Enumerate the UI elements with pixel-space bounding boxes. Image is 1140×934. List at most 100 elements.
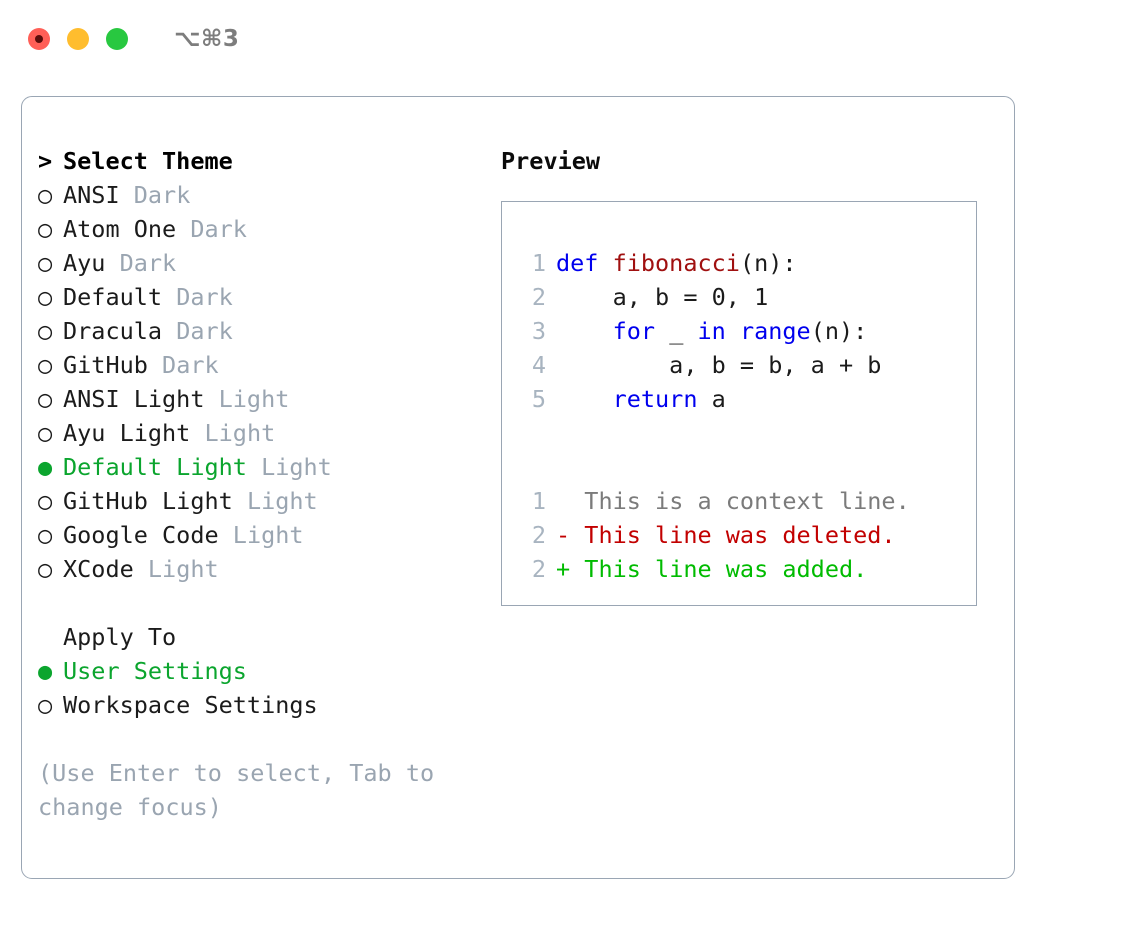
theme-variant-badge: Light <box>246 487 318 515</box>
theme-selector-panel: > Select Theme ○ANSI Dark○Atom One Dark○… <box>38 144 478 824</box>
code-diff-separator <box>516 416 976 450</box>
radio-unselected-icon[interactable]: ○ <box>38 555 53 583</box>
diff-line-text: This is a context line. <box>570 487 910 515</box>
radio-unselected-icon[interactable]: ○ <box>38 181 53 209</box>
code-token <box>556 385 613 413</box>
maximize-button-icon[interactable] <box>106 28 128 50</box>
close-button-icon[interactable] <box>28 28 50 50</box>
code-token: def <box>556 249 613 277</box>
theme-name-label: Ayu <box>63 249 106 277</box>
theme-name-label: Default Light <box>63 453 247 481</box>
diff-line: 2- This line was deleted. <box>516 518 976 552</box>
radio-unselected-icon[interactable]: ○ <box>38 215 53 243</box>
code-line-content: a, b = b, a + b <box>556 348 881 382</box>
radio-unselected-icon[interactable]: ○ <box>38 521 53 549</box>
radio-selected-icon[interactable]: ● <box>38 657 53 685</box>
radio-unselected-icon[interactable]: ○ <box>38 249 53 277</box>
diff-line-number: 2 <box>531 555 546 583</box>
code-line-content: def fibonacci(n): <box>556 246 797 280</box>
theme-variant-badge: Dark <box>176 317 233 345</box>
apply-to-list: ●User Settings ○ Workspace Settings <box>38 654 478 722</box>
keyboard-hint-text: (Use Enter to select, Tab to change focu… <box>38 759 449 821</box>
apply-to-item-label: Workspace Settings <box>63 691 318 719</box>
theme-variant-badge: Dark <box>133 181 191 209</box>
theme-variant-badge: Light <box>218 385 290 413</box>
theme-name-label: ANSI <box>63 181 120 209</box>
theme-variant-badge: Light <box>261 453 332 481</box>
preview-title: Preview <box>501 147 601 175</box>
apply-to-item[interactable]: ●User Settings <box>38 654 478 688</box>
theme-list-item[interactable]: ○ GitHub Dark <box>38 348 478 382</box>
code-token: fibonacci <box>612 249 740 277</box>
theme-list-item[interactable]: ○ ANSI Light Light <box>38 382 478 416</box>
diff-line: 2+ This line was added. <box>516 552 976 586</box>
code-token: _ <box>655 317 698 345</box>
theme-list-item[interactable]: ○Dracula Dark <box>38 314 478 348</box>
diff-line-text: This line was added. <box>570 555 868 583</box>
theme-name-label: Atom One <box>63 215 177 243</box>
radio-unselected-icon[interactable]: ○ <box>38 419 53 447</box>
apply-to-heading: Apply To <box>38 620 478 654</box>
theme-list-item[interactable]: ○Default Dark <box>38 280 478 314</box>
theme-list-item[interactable]: ○ ANSI Dark <box>38 178 478 212</box>
theme-name-label: GitHub Light <box>63 487 233 515</box>
theme-name-label: Google Code <box>63 521 219 549</box>
theme-label-gap <box>148 348 162 382</box>
theme-list-item[interactable]: ● Default Light Light <box>38 450 478 484</box>
code-line: 4 a, b = b, a + b <box>516 348 976 382</box>
code-token: for <box>612 317 656 345</box>
code-token: a, b = b, a + b <box>556 351 882 379</box>
traffic-light-group <box>28 28 128 50</box>
prompt-caret-icon: > <box>38 147 53 175</box>
diff-line-number: 1 <box>531 487 546 515</box>
window-titlebar: ⌥⌘3 <box>0 0 1140 78</box>
theme-variant-badge: Light <box>147 555 219 583</box>
code-line-content: return a <box>556 382 726 416</box>
code-token: return <box>612 385 698 413</box>
radio-unselected-icon[interactable]: ○ <box>38 385 53 413</box>
radio-unselected-icon[interactable]: ○ <box>38 691 53 719</box>
theme-list: ○ANSI Dark○Atom One Dark○Ayu Dark○Defaul… <box>38 178 478 586</box>
theme-list-item[interactable]: ○ GitHub Light Light <box>38 484 478 518</box>
apply-to-item[interactable]: ○ Workspace Settings <box>38 688 478 722</box>
theme-label-gap <box>247 450 261 484</box>
radio-unselected-icon[interactable]: ○ <box>38 351 53 379</box>
radio-selected-icon[interactable]: ● <box>38 453 53 481</box>
theme-list-item[interactable]: ○ Ayu Dark <box>38 246 478 280</box>
diff-marker <box>556 484 570 518</box>
code-token: (n): <box>739 249 797 277</box>
theme-label-gap <box>204 382 218 416</box>
theme-list-item[interactable]: ○ XCode Light <box>38 552 478 586</box>
radio-unselected-icon[interactable]: ○ <box>38 283 53 311</box>
radio-unselected-icon[interactable]: ○ <box>38 487 53 515</box>
theme-label-gap <box>190 416 204 450</box>
theme-list-item[interactable]: ○Ayu Light Light <box>38 416 478 450</box>
code-line-number: 2 <box>531 283 546 311</box>
theme-variant-badge: Dark <box>119 249 177 277</box>
code-line-content: for _ in range(n): <box>556 314 868 348</box>
theme-label-gap <box>120 178 134 212</box>
code-token <box>726 317 740 345</box>
window-title: ⌥⌘3 <box>174 26 240 52</box>
theme-list-item[interactable]: ○Atom One Dark <box>38 212 478 246</box>
code-token: in <box>697 317 726 345</box>
theme-variant-badge: Light <box>204 419 276 447</box>
theme-name-label: ANSI Light <box>63 385 205 413</box>
theme-name-label: GitHub <box>63 351 148 379</box>
theme-variant-badge: Dark <box>162 351 219 379</box>
theme-name-label: XCode <box>63 555 134 583</box>
select-theme-heading-label: Select Theme <box>63 147 233 175</box>
diff-line-number: 2 <box>531 521 546 549</box>
radio-unselected-icon[interactable]: ○ <box>38 317 53 345</box>
minimize-button-icon[interactable] <box>67 28 89 50</box>
code-token: a, b = 0, 1 <box>556 283 769 311</box>
code-line: 5 return a <box>516 382 976 416</box>
code-diff-separator-2 <box>516 450 976 484</box>
diff-line: 1 This is a context line. <box>516 484 976 518</box>
theme-label-gap <box>233 484 247 518</box>
theme-list-item[interactable]: ○Google Code Light <box>38 518 478 552</box>
